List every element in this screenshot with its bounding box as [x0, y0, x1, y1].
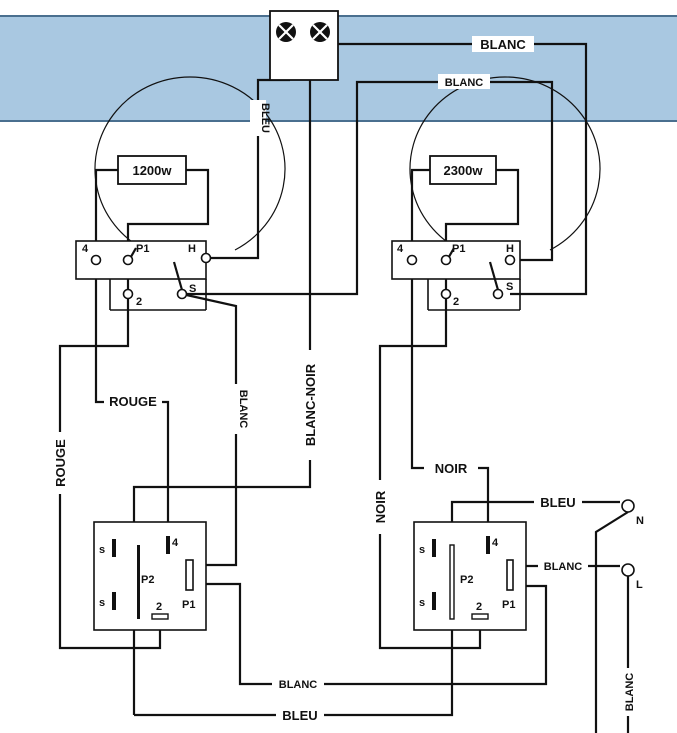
terminal-4-right [406, 254, 418, 266]
label-2-left: 2 [136, 296, 142, 308]
label-h-left: H [188, 243, 196, 255]
terminal-p1-right [440, 254, 452, 266]
wire-label-rouge-short: ROUGE [109, 394, 157, 409]
heater-left: 1200w 4 P1 H 2 S [75, 155, 212, 311]
heater-left-dome [94, 76, 286, 251]
terminal-n [621, 499, 635, 513]
label-s-right: S [506, 281, 513, 293]
terminal-4-left [90, 254, 102, 266]
wire-label-blanc-left: BLANC [237, 390, 249, 429]
label-n: N [636, 515, 644, 527]
label-4-right: 4 [397, 243, 404, 255]
label-p2-left: P2 [141, 574, 154, 586]
mains: N L [621, 499, 644, 591]
wire-label-blanc-l: BLANC [544, 561, 583, 573]
label-s-top-left: s [99, 544, 105, 556]
label-4-left: 4 [82, 243, 89, 255]
label-p1-right: P1 [452, 243, 465, 255]
terminal-s-right [492, 288, 504, 300]
heater-element-left [117, 155, 187, 185]
label-h-right: H [506, 243, 514, 255]
wire-label-bleu-n: BLEU [540, 495, 575, 510]
label-s-left: S [189, 283, 196, 295]
wire-label-blanc-bottom: BLANC [279, 679, 318, 691]
terminal-h-left [200, 252, 212, 264]
wire-label-blanc-mid: BLANC [445, 77, 484, 89]
label-4-switch-right: 4 [492, 537, 499, 549]
label-l: L [636, 579, 643, 591]
wire-label-blanc-noir: BLANC-NOIR [303, 363, 318, 446]
wire-label-noir-vertical: NOIR [373, 490, 388, 523]
label-p1-left: P1 [136, 243, 149, 255]
wire-label-blanc-vertical-right: BLANC [624, 673, 636, 712]
heater-rating-left: 1200w [132, 163, 172, 178]
wire-label-noir-short: NOIR [435, 461, 468, 476]
lamp-box [269, 10, 339, 81]
heater-rating-right: 2300w [443, 163, 483, 178]
label-2-switch-left: 2 [156, 601, 162, 613]
switch-right: s s 4 P2 2 P1 [413, 521, 527, 631]
terminal-p1-left [122, 254, 134, 266]
wire-labels: BLANC BLANC BLEU BLANC-NOIR BLANC ROUGE … [52, 36, 637, 723]
label-s-bot-left: s [99, 597, 105, 609]
heater-right: 2300w 4 P1 H 2 S [391, 155, 521, 311]
terminal-2-left [122, 288, 134, 300]
ceiling-box [269, 10, 339, 81]
terminal-s-left [176, 288, 188, 300]
label-p1-switch-left: P1 [182, 599, 195, 611]
terminal-l [621, 563, 635, 577]
label-p2-right: P2 [460, 574, 473, 586]
label-p1-switch-right: P1 [502, 599, 515, 611]
label-s-bot-right: s [419, 597, 425, 609]
wire-label-rouge-long: ROUGE [53, 439, 68, 487]
lamp-icon [276, 22, 296, 42]
label-s-top-right: s [419, 544, 425, 556]
heater-element-right [429, 155, 497, 185]
wires [58, 42, 630, 733]
terminal-h-right [504, 254, 516, 266]
wire-label-bleu-vertical: BLEU [259, 103, 271, 133]
lamp-icon [310, 22, 330, 42]
terminal-2-right [440, 288, 452, 300]
label-2-switch-right: 2 [476, 601, 482, 613]
switch-left: s s 4 P2 2 P1 [93, 521, 207, 631]
wire-label-bleu-bottom: BLEU [282, 708, 317, 723]
label-2-right: 2 [453, 296, 459, 308]
label-4-switch-left: 4 [172, 537, 179, 549]
wire-label-blanc-top: BLANC [480, 37, 526, 52]
